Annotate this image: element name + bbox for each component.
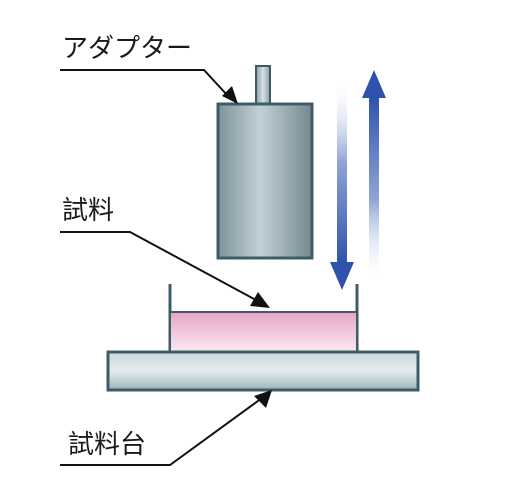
adapter-body xyxy=(216,102,314,260)
sample-leader-line xyxy=(60,231,270,308)
sample xyxy=(169,311,358,353)
sample-stage-leader-line xyxy=(60,390,272,466)
adapter-stem xyxy=(255,65,271,105)
adapter-label: アダプター xyxy=(62,34,193,64)
sample-stage-label: 試料台 xyxy=(68,430,147,460)
sample-label: 試料 xyxy=(62,196,115,226)
adapter-leader-line xyxy=(60,69,238,104)
sample-stage xyxy=(106,350,420,392)
arrow-up-icon xyxy=(362,70,386,284)
arrow-down-icon xyxy=(330,78,354,290)
